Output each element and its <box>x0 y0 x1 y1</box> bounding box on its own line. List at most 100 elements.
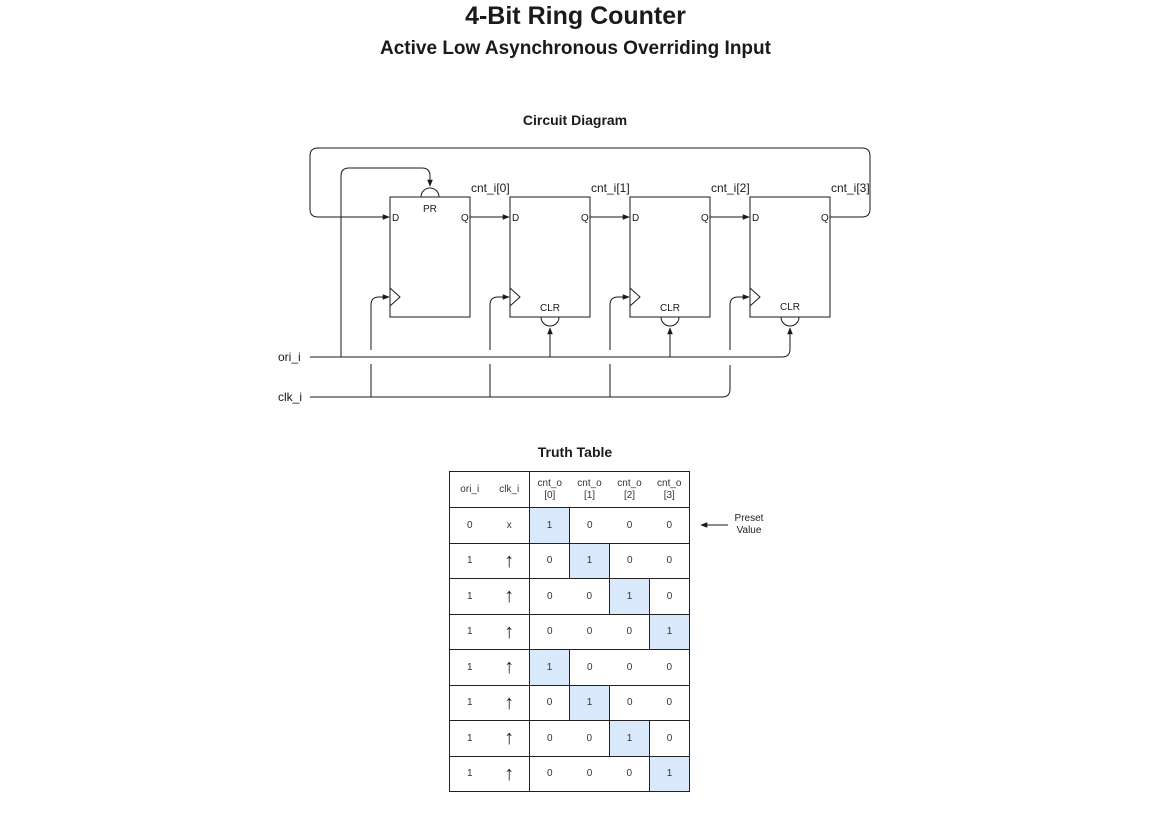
cell-cnt-o-3: 0 <box>666 697 673 709</box>
rising-edge-arrow-icon: ↑ <box>504 691 515 714</box>
header-clk: clk_i <box>499 483 520 495</box>
net-label-1: cnt_i[1] <box>591 181 630 195</box>
pin-d-2: D <box>632 213 639 224</box>
cell-cnt-o-0: 0 <box>529 720 570 756</box>
cell-ori: 1 <box>466 555 473 567</box>
cell-cnt-o-2: 0 <box>626 555 633 567</box>
clr-bubble-2 <box>660 316 680 327</box>
cell-cnt-o-3: 0 <box>666 590 673 602</box>
cell-cnt-o-0: 0 <box>529 614 570 650</box>
cell-clk: x <box>506 519 512 531</box>
pin-q-2: Q <box>701 213 709 224</box>
input-label-clk: clk_i <box>278 390 302 404</box>
cell-cnt-o-0: 1 <box>529 649 570 685</box>
pin-q-3: Q <box>821 213 829 224</box>
wire-clk-ff0 <box>370 294 390 350</box>
circuit-diagram: D Q PR D Q CLR D Q CLR D Q CLR cnt_i[0] … <box>278 147 871 404</box>
wire-clk-ff1 <box>489 294 510 350</box>
cell-cnt-o-1: 0 <box>586 732 593 744</box>
wire-clk-ff2 <box>609 294 630 350</box>
header-cnt-o-3: cnt_o[3] <box>657 477 682 501</box>
flip-flop-1 <box>509 196 591 318</box>
rising-edge-arrow-icon: ↑ <box>504 585 515 608</box>
cell-ori: 1 <box>466 626 473 638</box>
page-subtitle: Active Low Asynchronous Overriding Input <box>380 38 771 59</box>
cell-cnt-o-2: 1 <box>609 720 650 756</box>
truth-table-row: 1 ↑ 0 0 0 1 <box>449 756 690 792</box>
wire-ori-main <box>310 327 793 358</box>
cell-cnt-o-1: 0 <box>586 768 593 780</box>
rising-edge-arrow-icon: ↑ <box>504 762 515 785</box>
header-cnt-o-2: cnt_o[2] <box>617 477 642 501</box>
flip-flop-3 <box>749 196 831 318</box>
page-title: 4-Bit Ring Counter <box>465 2 686 30</box>
truth-table-row: 0 x 1 0 0 0 <box>449 507 690 543</box>
cell-ori: 0 <box>466 519 473 531</box>
cell-cnt-o-1: 0 <box>586 519 593 531</box>
cell-ori: 1 <box>466 768 473 780</box>
cell-cnt-o-1: 1 <box>569 543 610 579</box>
cell-cnt-o-1: 0 <box>586 626 593 638</box>
clock-triangle-2 <box>629 287 641 307</box>
pr-bubble <box>420 187 440 198</box>
cell-ori: 1 <box>466 661 473 673</box>
cell-cnt-o-1: 0 <box>586 590 593 602</box>
wire-clk-main <box>310 365 731 398</box>
cell-cnt-o-2: 1 <box>609 578 650 614</box>
cell-cnt-o-0: 0 <box>529 578 570 614</box>
cell-cnt-o-3: 0 <box>666 661 673 673</box>
net-label-3: cnt_i[3] <box>831 181 870 195</box>
pin-d-1: D <box>512 213 519 224</box>
cell-cnt-o-3: 0 <box>666 732 673 744</box>
cell-cnt-o-2: 0 <box>626 626 633 638</box>
cell-cnt-o-1: 1 <box>569 685 610 721</box>
cell-cnt-o-0: 0 <box>529 685 570 721</box>
truth-table-row: 1 ↑ 0 0 1 0 <box>449 578 690 614</box>
cell-ori: 1 <box>466 590 473 602</box>
cell-cnt-o-2: 0 <box>626 661 633 673</box>
cell-cnt-o-0: 0 <box>529 543 570 579</box>
truth-table-row: 1 ↑ 1 0 0 0 <box>449 649 690 685</box>
truth-table-row: 1 ↑ 0 0 0 1 <box>449 614 690 650</box>
pin-clr-2: CLR <box>660 303 680 314</box>
clock-triangle-3 <box>749 287 761 307</box>
cell-cnt-o-3: 1 <box>649 756 690 792</box>
clr-bubble-1 <box>540 316 560 327</box>
cell-cnt-o-3: 0 <box>666 519 673 531</box>
clock-triangle-0 <box>389 287 401 307</box>
clock-triangle-1 <box>509 287 521 307</box>
input-label-ori: ori_i <box>278 350 301 364</box>
truth-table: ori_i clk_i cnt_o[0] cnt_o[1] cnt_o[2] c… <box>449 471 690 792</box>
rising-edge-arrow-icon: ↑ <box>504 549 515 572</box>
truth-table-title: Truth Table <box>537 444 613 460</box>
cell-cnt-o-0: 1 <box>529 507 570 543</box>
circuit-diagram-title: Circuit Diagram <box>522 112 628 128</box>
cell-ori: 1 <box>466 697 473 709</box>
pin-pr: PR <box>423 204 437 215</box>
cell-cnt-o-2: 0 <box>626 519 633 531</box>
flip-flop-2 <box>629 196 711 318</box>
cell-ori: 1 <box>466 732 473 744</box>
cell-cnt-o-1: 0 <box>586 661 593 673</box>
truth-table-header-row: ori_i clk_i cnt_o[0] cnt_o[1] cnt_o[2] c… <box>449 471 690 508</box>
pin-q-1: Q <box>581 213 589 224</box>
pin-d-3: D <box>752 213 759 224</box>
cell-cnt-o-2: 0 <box>626 697 633 709</box>
pin-clr-1: CLR <box>540 303 560 314</box>
cell-cnt-o-3: 1 <box>649 614 690 650</box>
pin-clr-3: CLR <box>780 302 800 313</box>
wire-clk-ff3 <box>729 294 750 350</box>
clr-bubble-3 <box>780 316 800 327</box>
wire-ori-pr <box>340 167 433 357</box>
pin-q-0: Q <box>461 213 469 224</box>
rising-edge-arrow-icon: ↑ <box>504 620 515 643</box>
preset-arrow <box>700 522 728 528</box>
header-ori: ori_i <box>460 483 480 495</box>
cell-cnt-o-0: 0 <box>529 756 570 792</box>
cell-cnt-o-2: 0 <box>626 768 633 780</box>
rising-edge-arrow-icon: ↑ <box>504 656 515 679</box>
